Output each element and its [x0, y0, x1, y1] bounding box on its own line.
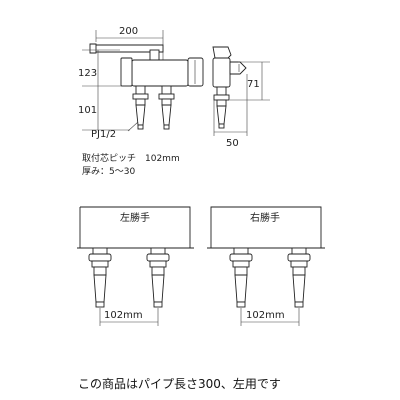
- left-pitch-label: 102mm: [104, 310, 143, 321]
- pj-label: PJ1/2: [91, 129, 116, 140]
- pj-leader: [127, 121, 139, 132]
- right-leg: [158, 85, 175, 130]
- dim-101-label: 101: [78, 105, 97, 116]
- spec-thickness: 厚み：5〜30: [82, 166, 135, 177]
- right-variant-view: 右勝手 102mm: [207, 206, 325, 326]
- right-variant-leg-2: [287, 247, 311, 308]
- right-variant-label: 右勝手: [250, 211, 280, 224]
- left-leg: [132, 85, 149, 130]
- dim-200-label: 200: [119, 26, 138, 37]
- dim-71-label: 71: [247, 79, 260, 90]
- side-body: [212, 57, 231, 88]
- right-handle: [187, 57, 204, 87]
- dim-123-label: 123: [78, 68, 97, 79]
- left-variant-label: 左勝手: [120, 211, 150, 224]
- spec-pitch: 取付芯ピッチ 102mm: [82, 152, 180, 164]
- right-variant-leg-1: [229, 247, 253, 308]
- faucet-body: [131, 59, 189, 87]
- left-variant-view: 左勝手 102mm: [77, 206, 194, 326]
- front-view: 200 123 101: [78, 26, 204, 140]
- left-variant-leg-1: [88, 247, 112, 308]
- left-handle: [120, 57, 133, 87]
- side-knob: [229, 61, 247, 75]
- left-variant-leg-2: [146, 247, 170, 308]
- product-caption: この商品はパイプ長さ300、左用です: [78, 376, 281, 391]
- dim-50-label: 50: [226, 138, 239, 149]
- right-pitch-label: 102mm: [246, 310, 285, 321]
- side-spout: [212, 46, 232, 59]
- side-view: 71 50: [212, 46, 270, 149]
- spout-tip: [89, 43, 97, 54]
